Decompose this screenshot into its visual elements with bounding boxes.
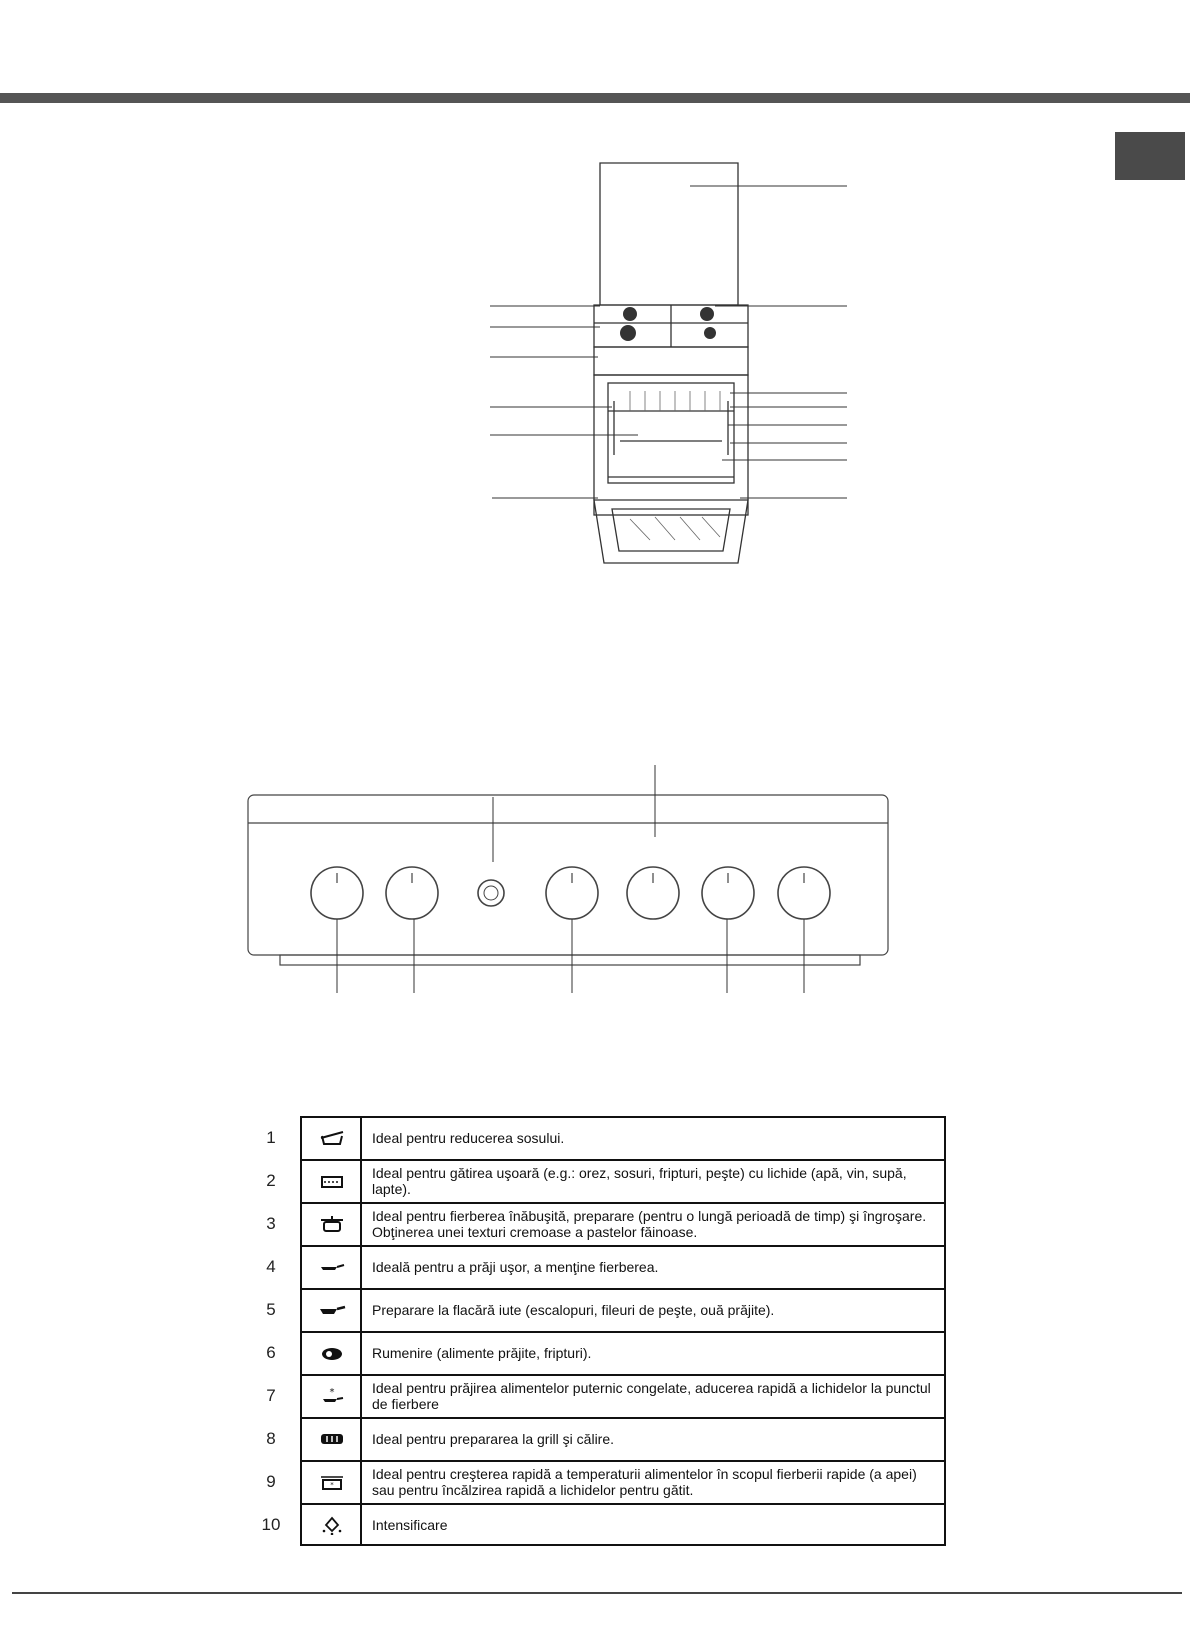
control-panel-diagram <box>247 765 889 993</box>
frozen-food-icon: * <box>323 1387 344 1402</box>
table-row: 2 Ideal pentru gătirea uşoară (e.g.: ore… <box>250 1159 950 1202</box>
row-number: 6 <box>266 1342 276 1362</box>
row-number: 3 <box>266 1213 276 1233</box>
booster-icon <box>322 1516 342 1535</box>
language-tab <box>1115 132 1185 180</box>
table-row: 9 * Ideal pentru creşterea rapidă a temp… <box>250 1460 950 1503</box>
lidded-pot-icon <box>321 1215 343 1232</box>
table-row: 10 Intensificare <box>250 1503 950 1546</box>
pan-high-icon <box>320 1305 346 1314</box>
header-rule <box>0 93 1190 103</box>
knob-5 <box>701 866 755 920</box>
cooker-diagram <box>490 162 847 564</box>
table-row: 7 * Ideal pentru prăjirea alimentelor pu… <box>250 1374 950 1417</box>
row-number: 7 <box>266 1385 276 1405</box>
grill-icon <box>321 1433 343 1444</box>
sauce-reduce-icon <box>320 1130 344 1145</box>
footer-rule <box>12 1592 1182 1594</box>
pot-liquid-icon <box>321 1175 343 1188</box>
svg-text:*: * <box>330 1387 335 1398</box>
row-description: Ideală pentru a prăji uşor, a menţine fi… <box>372 1258 659 1275</box>
row-description: Intensificare <box>372 1516 448 1533</box>
row-description: Rumenire (alimente prăjite, fripturi). <box>372 1344 592 1361</box>
burner-rear-left <box>623 307 637 321</box>
row-description: Ideal pentru gătirea uşoară (e.g.: orez,… <box>372 1164 907 1197</box>
knob-4 <box>626 866 680 920</box>
control-band <box>593 346 749 376</box>
table-row: 4 Ideală pentru a prăji uşor, a menţine … <box>250 1245 950 1288</box>
table-row: 5 Preparare la flacără iute (escalopuri,… <box>250 1288 950 1331</box>
knob-2 <box>385 866 439 920</box>
burner-rear-right <box>700 307 714 321</box>
row-number: 5 <box>266 1299 276 1319</box>
oven-cavity <box>607 382 735 484</box>
row-description: Ideal pentru prepararea la grill şi căli… <box>372 1430 615 1447</box>
row-description: Ideal pentru creşterea rapidă a temperat… <box>372 1465 917 1498</box>
row-number: 1 <box>266 1127 276 1147</box>
table-grid <box>300 1116 946 1546</box>
row-description: Ideal pentru fierberea înăbuşită, prepar… <box>372 1207 927 1240</box>
table-row: 3 Ideal pentru fierberea înăbuşită, prep… <box>250 1202 950 1245</box>
oven-door <box>593 499 749 564</box>
row-number: 8 <box>266 1428 276 1448</box>
table-row: 8 Ideal pentru prepararea la grill şi că… <box>250 1417 950 1460</box>
burner-front-right <box>704 327 716 339</box>
row-description: Preparare la flacără iute (escalopuri, f… <box>372 1301 775 1318</box>
svg-text:*: * <box>330 1481 334 1489</box>
table-row: 6 Rumenire (alimente prăjite, fripturi). <box>250 1331 950 1374</box>
burner-front-left <box>620 325 636 341</box>
row-number: 4 <box>266 1256 276 1276</box>
row-description: Ideal pentru reducerea sosului. <box>372 1129 565 1146</box>
ignition-button <box>477 879 505 907</box>
oven-body <box>593 374 749 516</box>
row-number: 9 <box>266 1471 276 1491</box>
fast-boil-icon: * <box>321 1475 343 1490</box>
row-number: 2 <box>266 1170 276 1190</box>
table-row: 1 Ideal pentru reducerea sosului. <box>250 1116 950 1159</box>
panel-base <box>279 954 861 966</box>
lid-panel <box>599 162 739 306</box>
row-number: 10 <box>261 1514 281 1534</box>
browning-icon <box>322 1347 342 1360</box>
pan-low-icon <box>321 1263 345 1270</box>
row-description: Ideal pentru prăjirea alimentelor putern… <box>372 1379 931 1412</box>
